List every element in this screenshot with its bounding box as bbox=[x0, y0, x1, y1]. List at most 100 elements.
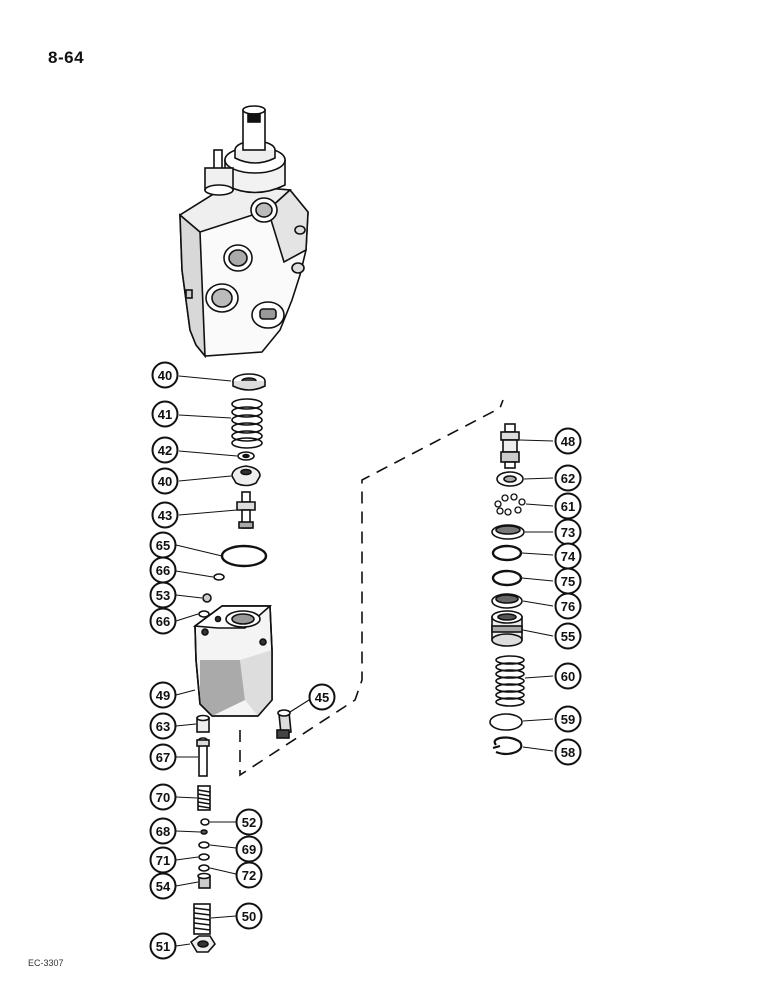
callout-68: 68 bbox=[149, 817, 177, 845]
callout-label: 73 bbox=[561, 525, 575, 540]
callout-65: 65 bbox=[149, 531, 177, 559]
part-74-o-ring bbox=[491, 544, 523, 562]
part-55-piston bbox=[491, 610, 523, 647]
callout-66-lower: 66 bbox=[149, 607, 177, 635]
part-71-seal bbox=[198, 853, 210, 861]
callout-label: 48 bbox=[561, 434, 575, 449]
callout-label: 60 bbox=[561, 669, 575, 684]
callout-60: 60 bbox=[554, 662, 582, 690]
part-69-seal bbox=[198, 841, 210, 849]
valve-body-assembly bbox=[178, 105, 309, 359]
part-51-nut bbox=[189, 935, 216, 953]
callout-72: 72 bbox=[235, 861, 263, 889]
callout-label: 52 bbox=[242, 815, 256, 830]
callout-label: 61 bbox=[561, 499, 575, 514]
part-40-washer-lower bbox=[231, 465, 261, 487]
callout-48: 48 bbox=[554, 427, 582, 455]
callout-54: 54 bbox=[149, 872, 177, 900]
part-52-seal bbox=[200, 818, 210, 826]
document-code: EC-3307 bbox=[28, 958, 64, 968]
callout-76: 76 bbox=[554, 592, 582, 620]
callout-58: 58 bbox=[554, 738, 582, 766]
part-48-plunger bbox=[500, 423, 520, 469]
part-53-ball bbox=[202, 593, 212, 603]
callout-41: 41 bbox=[151, 400, 179, 428]
callout-label: 53 bbox=[156, 588, 170, 603]
callout-label: 55 bbox=[561, 629, 575, 644]
callout-label: 40 bbox=[158, 368, 172, 383]
part-62-washer bbox=[496, 471, 524, 487]
part-72-seal bbox=[198, 864, 210, 872]
part-63-sleeve bbox=[196, 714, 210, 733]
callout-label: 62 bbox=[561, 471, 575, 486]
callout-label: 70 bbox=[156, 790, 170, 805]
callout-label: 76 bbox=[561, 599, 575, 614]
callout-70: 70 bbox=[149, 783, 177, 811]
callout-61: 61 bbox=[554, 492, 582, 520]
callout-40-upper: 40 bbox=[151, 361, 179, 389]
callout-53: 53 bbox=[149, 581, 177, 609]
callout-label: 42 bbox=[158, 443, 172, 458]
callout-62: 62 bbox=[554, 464, 582, 492]
page-number: 8-64 bbox=[48, 48, 85, 67]
callout-label: 68 bbox=[156, 824, 170, 839]
callout-55: 55 bbox=[554, 622, 582, 650]
part-65-o-ring bbox=[220, 544, 268, 568]
callout-label: 45 bbox=[315, 690, 329, 705]
callout-label: 75 bbox=[561, 574, 575, 589]
part-60-spring bbox=[495, 655, 525, 707]
callout-66-upper: 66 bbox=[149, 556, 177, 584]
callout-49: 49 bbox=[149, 681, 177, 709]
callout-50: 50 bbox=[235, 902, 263, 930]
part-58-snap-ring bbox=[492, 736, 523, 756]
part-45-screw bbox=[276, 709, 292, 739]
callout-74: 74 bbox=[554, 542, 582, 570]
callout-label: 66 bbox=[156, 614, 170, 629]
part-66-seal-lower bbox=[198, 610, 210, 618]
callout-52: 52 bbox=[235, 808, 263, 836]
callout-71: 71 bbox=[149, 846, 177, 874]
callout-45: 45 bbox=[308, 683, 336, 711]
callout-label: 74 bbox=[561, 549, 576, 564]
callout-label: 40 bbox=[158, 474, 172, 489]
callout-69: 69 bbox=[235, 835, 263, 863]
part-66-seal-upper bbox=[213, 573, 225, 581]
callout-label: 41 bbox=[158, 407, 172, 422]
callout-label: 50 bbox=[242, 909, 256, 924]
callout-label: 71 bbox=[156, 853, 170, 868]
callout-label: 63 bbox=[156, 719, 170, 734]
part-49-housing bbox=[192, 605, 273, 717]
callout-label: 65 bbox=[156, 538, 170, 553]
part-54-plug bbox=[197, 872, 211, 889]
part-59-o-ring bbox=[489, 713, 523, 731]
callout-51: 51 bbox=[149, 932, 177, 960]
callout-59: 59 bbox=[554, 705, 582, 733]
part-43-bolt bbox=[236, 491, 256, 529]
callout-label: 66 bbox=[156, 563, 170, 578]
callout-label: 69 bbox=[242, 842, 256, 857]
callout-42: 42 bbox=[151, 436, 179, 464]
part-40-washer-upper bbox=[232, 373, 266, 391]
part-50-threaded-plug bbox=[193, 903, 211, 935]
callout-43: 43 bbox=[151, 501, 179, 529]
part-41-spring bbox=[231, 398, 263, 449]
part-75-o-ring bbox=[491, 569, 523, 587]
callout-label: 58 bbox=[561, 745, 575, 760]
callout-75: 75 bbox=[554, 567, 582, 595]
callout-label: 59 bbox=[561, 712, 575, 727]
callout-67: 67 bbox=[149, 743, 177, 771]
assembly-path-dashed bbox=[239, 399, 504, 777]
leader-lines bbox=[175, 375, 554, 947]
part-73-ring bbox=[491, 524, 525, 540]
part-68-seal bbox=[200, 829, 208, 835]
part-42-ring bbox=[237, 451, 255, 461]
callout-label: 49 bbox=[156, 688, 170, 703]
callout-label: 72 bbox=[242, 868, 256, 883]
callout-label: 51 bbox=[156, 939, 170, 954]
part-61-balls bbox=[494, 493, 526, 516]
callout-63: 63 bbox=[149, 712, 177, 740]
callout-40-lower: 40 bbox=[151, 467, 179, 495]
part-67-pin bbox=[196, 737, 210, 777]
